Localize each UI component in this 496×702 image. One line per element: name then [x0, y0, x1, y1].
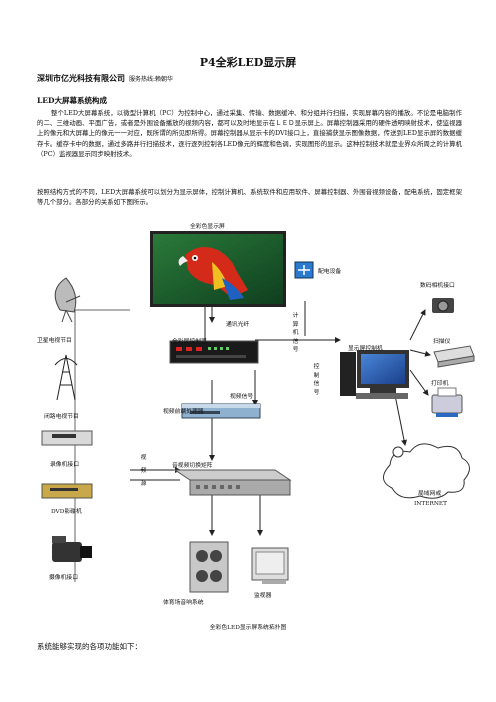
- label-audio-system: 体育场音响系统: [163, 600, 204, 606]
- company-name: 深圳市亿光科技有限公司: [37, 73, 125, 83]
- label-camcorder: 摄像机接口: [49, 575, 78, 581]
- video-processor-icon: [181, 403, 261, 419]
- paragraph-1: 整个LED大屏幕系统，以微型计算机（PC）为控制中心，通过采集、传输、数据缓冲、…: [37, 109, 462, 158]
- av-matrix-icon: [173, 469, 292, 496]
- company-line: 深圳市亿光科技有限公司服务热线:赖朝华: [37, 73, 173, 84]
- label-internet: INTERNET: [414, 501, 447, 507]
- scanner-icon: [433, 345, 475, 368]
- vcr-icon: [41, 430, 93, 446]
- label-vcr: 录像机接口: [50, 462, 79, 468]
- label-screen: 全彩色显示屏: [190, 224, 225, 230]
- printer-icon: [431, 387, 463, 417]
- digital-camera-icon: [432, 298, 454, 313]
- label-camera-port: 数码相机接口: [420, 283, 455, 289]
- label-av-matrix: 音视频切换矩阵: [172, 463, 213, 469]
- dvd-player-icon: [41, 483, 93, 499]
- speaker-icon: [189, 541, 229, 593]
- label-comm-fiber: 通讯光纤: [226, 322, 250, 328]
- service-hotline: 服务热线:赖朝华: [129, 76, 174, 83]
- paragraph-2: 按照结构方式的不同，LED大屏幕系统可以划分为显示屏体，控制计算机、系统软件和应…: [37, 188, 462, 207]
- power-distribution-icon: [294, 261, 314, 279]
- label-lan: 局域网或: [418, 491, 442, 497]
- led-controller-icon: [169, 340, 259, 364]
- label-power: 配电设备: [318, 269, 342, 275]
- led-screen-image: [150, 231, 286, 307]
- lan-cloud-icon: [383, 443, 470, 499]
- label-video-source: 视频源: [140, 455, 147, 487]
- label-scanner: 扫描仪: [433, 339, 451, 345]
- crt-monitor-icon: [251, 547, 289, 584]
- broadcast-tower-icon: [54, 354, 78, 401]
- control-computer-icon: [340, 350, 409, 399]
- section-heading: LED大屏幕系统构成: [37, 96, 107, 105]
- label-dvd: DVD影碟机: [51, 509, 82, 515]
- label-display-pc: 显示屏控制机: [348, 346, 383, 352]
- label-monitor: 监视器: [254, 593, 272, 599]
- page-title: P4全彩LED显示屏: [199, 56, 297, 69]
- label-video-processor: 视频前端处理器: [163, 409, 204, 415]
- label-computer-signal: 计算机信号: [292, 313, 299, 354]
- label-satellite: 卫星电视节目: [37, 338, 72, 344]
- label-cctv: 闭路电视节目: [44, 414, 79, 420]
- diagram-caption: 全彩色LED显示屏系统拓扑图: [209, 625, 287, 631]
- camcorder-icon: [52, 536, 92, 562]
- label-control-signal: 控制信号: [313, 364, 320, 396]
- label-printer: 打印机: [431, 381, 449, 387]
- satellite-dish-icon: [54, 277, 81, 323]
- label-video-signal: 视频信号: [230, 394, 254, 400]
- label-controller: 全彩屏控制器: [172, 339, 207, 345]
- footer-text: 系统能够实现的各项功能如下：: [37, 642, 142, 651]
